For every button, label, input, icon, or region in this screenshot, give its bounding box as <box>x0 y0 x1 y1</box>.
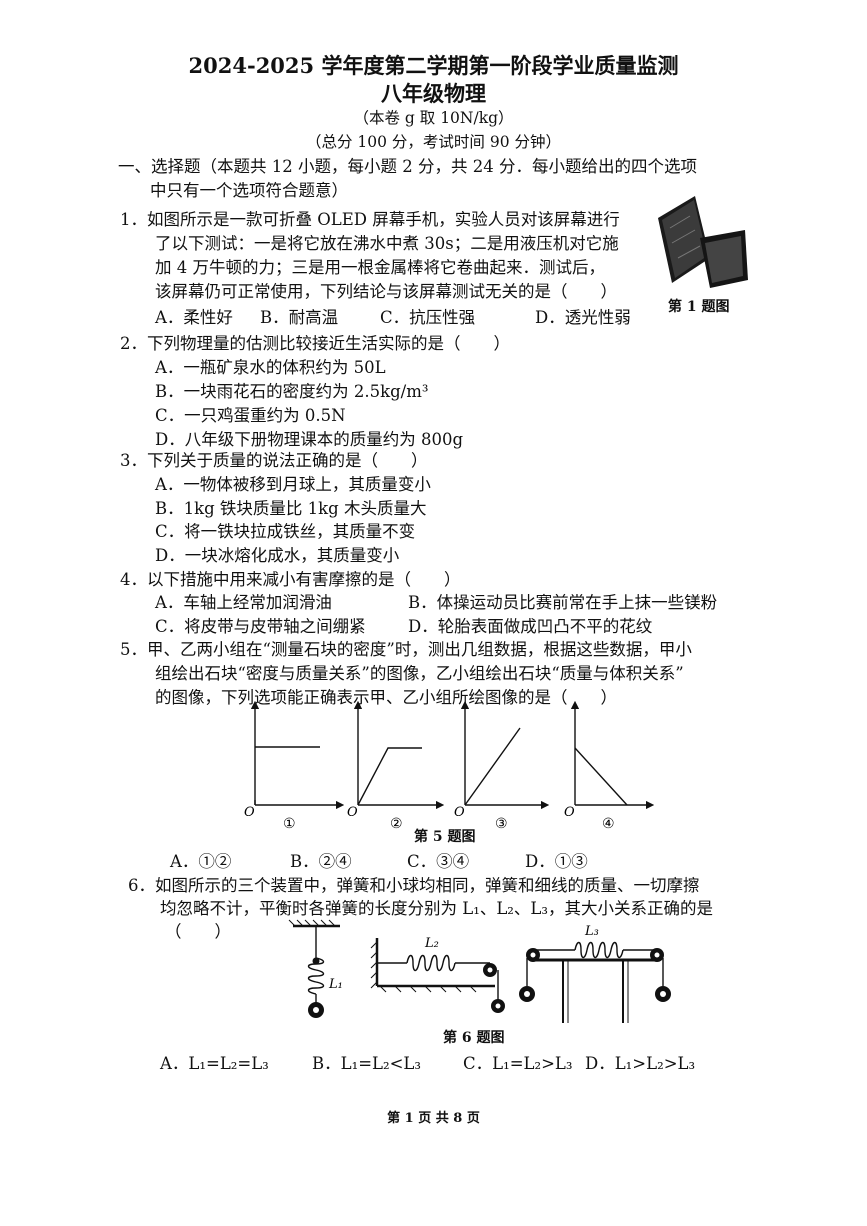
exam-subject: 八年级物理 <box>381 81 486 106</box>
label-L3: L₃ <box>584 924 599 939</box>
section-heading: 一、选择题（本题共 12 小题，每小题 2 分，共 24 分．每小题给出的四个选… <box>118 157 697 176</box>
device-2 <box>370 938 499 1000</box>
graph-3-origin: O <box>454 805 465 820</box>
q6-option-d[interactable]: D．L₁>L₂>L₃ <box>585 1054 696 1073</box>
q3-option-d[interactable]: D．一块冰熔化成水，其质量变小 <box>155 546 400 565</box>
q6-stem-line3: （ ） <box>165 922 231 941</box>
q1-option-c[interactable]: C．抗压性强 <box>380 308 476 327</box>
q1-option-a[interactable]: A．柔性好 <box>155 308 233 327</box>
q5-option-d[interactable]: D．①③ <box>525 852 588 871</box>
q6-stem-line1: 6．如图所示的三个装置中，弹簧和小球均相同，弹簧和细线的质量、一切摩擦 <box>128 876 700 895</box>
q5-stem-line1: 5．甲、乙两小组在“测量石块的密度”时，测出几组数据，根据这些数据，甲小 <box>120 640 692 659</box>
q5-option-a[interactable]: A．①② <box>170 852 232 871</box>
q4-option-d[interactable]: D．轮胎表面做成凹凸不平的花纹 <box>408 617 653 636</box>
q6-option-a[interactable]: A．L₁=L₂=L₃ <box>160 1054 269 1073</box>
folding-phone-photo <box>658 196 748 288</box>
q2-option-a[interactable]: A．一瓶矿泉水的体积约为 50L <box>155 358 386 377</box>
q1-stem-line4: 该屏幕仍可正常使用，下列结论与该屏幕测试无关的是（ ） <box>155 282 617 301</box>
device-3 <box>526 941 664 1023</box>
q6-option-b[interactable]: B．L₁=L₂<L₃ <box>312 1054 421 1073</box>
graph-3 <box>460 700 550 810</box>
q4-option-a[interactable]: A．车轴上经常加润滑油 <box>155 593 332 612</box>
q2-option-d[interactable]: D．八年级下册物理课本的质量约为 800g <box>155 430 464 449</box>
page-number: 第 1 页 共 8 页 <box>387 1111 480 1126</box>
q5-stem-line3: 的图像，下列选项能正确表示甲、乙小组所绘图像的是（ ） <box>155 688 617 707</box>
q5-option-b[interactable]: B．②④ <box>290 852 352 871</box>
q5-figure-caption: 第 5 题图 <box>414 829 476 845</box>
q4-option-c[interactable]: C．将皮带与皮带轴之间绷紧 <box>155 617 366 636</box>
section-heading-cont: 中只有一个选项符合题意） <box>150 181 348 200</box>
q3-option-c[interactable]: C．将一铁块拉成铁丝，其质量不变 <box>155 522 416 541</box>
graph-3-label: ③ <box>495 816 508 832</box>
q4-option-b[interactable]: B．体操运动员比赛前常在手上抹一些镁粉 <box>408 593 718 612</box>
q1-option-d[interactable]: D．透光性弱 <box>535 308 631 327</box>
q1-stem-line3: 加 4 万牛顿的力；三是用一根金属棒将它卷曲起来．测试后， <box>155 258 605 277</box>
graph-1 <box>250 700 345 810</box>
q1-stem-line2: 了以下测试：一是将它放在沸水中煮 30s；二是用液压机对它施 <box>155 234 619 253</box>
q1-option-b[interactable]: B．耐高温 <box>260 308 339 327</box>
graph-4-label: ④ <box>602 816 615 832</box>
graph-1-origin: O <box>244 805 255 820</box>
q1-figure-caption: 第 1 题图 <box>668 299 730 315</box>
q6-spring-apparatus: L₁ L₂ L₃ <box>288 919 671 1023</box>
q3-option-b[interactable]: B．1kg 铁块质量比 1kg 木头质量大 <box>155 499 427 518</box>
label-L2: L₂ <box>424 936 439 951</box>
q6-stem-line2: 均忽略不计，平衡时各弹簧的长度分别为 L₁、L₂、L₃，其大小关系正确的是 <box>160 899 713 918</box>
q2-option-b[interactable]: B．一块雨花石的密度约为 2.5kg/m³ <box>155 382 429 401</box>
q6-option-c[interactable]: C．L₁=L₂>L₃ <box>463 1054 573 1073</box>
graph-4-origin: O <box>564 805 575 820</box>
q2-stem: 2．下列物理量的估测比较接近生活实际的是（ ） <box>120 334 510 353</box>
score-time-note: （总分 100 分，考试时间 90 分钟） <box>305 133 562 151</box>
q6-figure-caption: 第 6 题图 <box>443 1030 505 1046</box>
graph-4 <box>570 700 655 810</box>
q5-stem-line2: 组绘出石块“密度与质量关系”的图像，乙小组绘出石块“质量与体积关系” <box>155 664 684 683</box>
label-L1: L₁ <box>328 977 343 992</box>
q1-stem-line1: 1．如图所示是一款可折叠 OLED 屏幕手机，实验人员对该屏幕进行 <box>120 210 620 229</box>
exam-title: 2024-2025 学年度第二学期第一阶段学业质量监测 <box>188 53 679 78</box>
q5-graphs: O O O O ① ② ③ ④ <box>244 700 655 832</box>
q2-option-c[interactable]: C．一只鸡蛋重约为 0.5N <box>155 406 346 425</box>
q5-option-c[interactable]: C．③④ <box>407 852 470 871</box>
gravity-note: （本卷 g 取 10N/kg） <box>353 109 514 127</box>
graph-2-origin: O <box>347 805 358 820</box>
graph-2-label: ② <box>390 816 403 832</box>
q4-stem: 4．以下措施中用来减小有害摩擦的是（ ） <box>120 570 461 589</box>
q3-option-a[interactable]: A．一物体被移到月球上，其质量变小 <box>155 475 431 494</box>
graph-2 <box>353 700 445 810</box>
q3-stem: 3．下列关于质量的说法正确的是（ ） <box>120 451 428 470</box>
graph-1-label: ① <box>283 816 296 832</box>
